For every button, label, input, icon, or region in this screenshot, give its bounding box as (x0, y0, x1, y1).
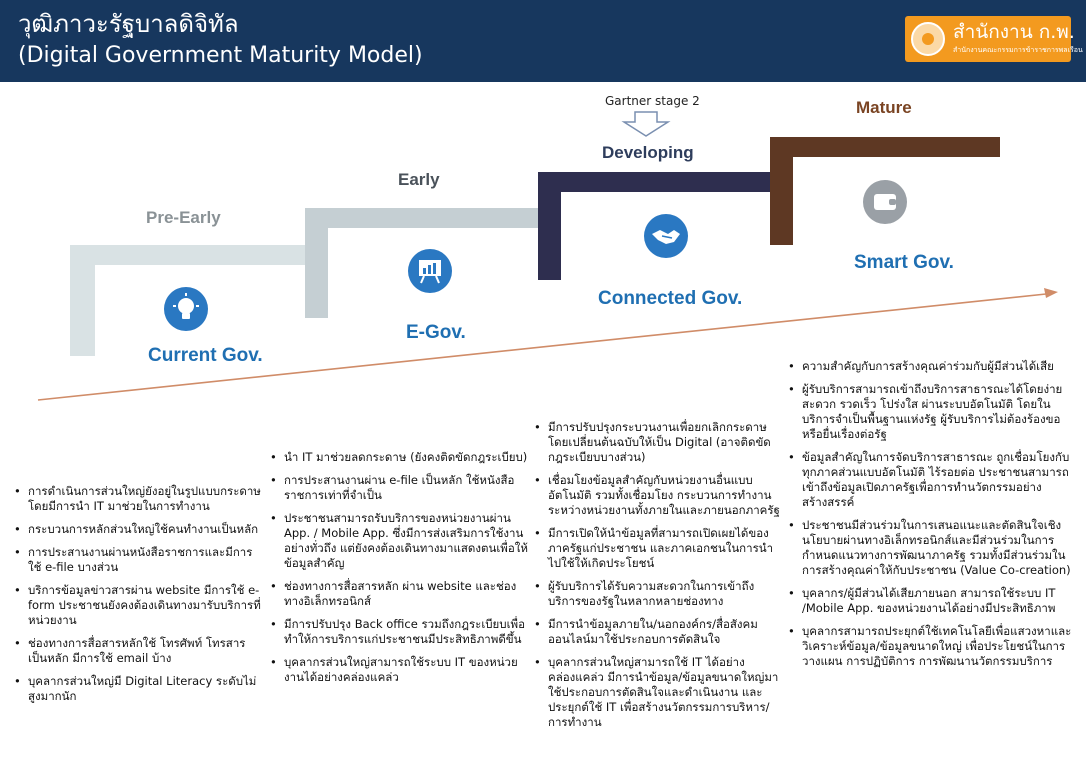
model-label-current-gov: Current Gov. (148, 345, 263, 366)
list-item: บุคลากรส่วนใหญ่มี Digital Literacy ระดับ… (12, 674, 264, 704)
title-thai: วุฒิภาวะรัฐบาลดิจิทัล (18, 10, 239, 38)
title-banner: วุฒิภาวะรัฐบาลดิจิทัล (Digital Governmen… (0, 0, 1086, 82)
list-item: การประสานงานผ่าน e-file เป็นหลัก ใช้หนัง… (268, 473, 530, 503)
wallet-icon (863, 180, 907, 224)
list-item: มีการเปิดให้นำข้อมูลที่สามารถเปิดเผยได้ข… (532, 526, 782, 571)
presentation-board-icon (408, 249, 452, 293)
trend-arrowhead (1044, 288, 1058, 298)
list-item: บุคลากรส่วนใหญ่สามารถใช้ระบบ IT ของหน่วย… (268, 655, 530, 685)
step-developing (538, 172, 790, 280)
ocsc-logo: สำนักงาน ก.พ. สำนักงานคณะกรรมการข้าราชกา… (905, 16, 1083, 62)
list-item: การประสานงานผ่านหนังสือราชการและมีการใช้… (12, 545, 264, 575)
stage-label-mature: Mature (856, 98, 912, 117)
step-early (305, 208, 552, 318)
list-item: ข้อมูลสำคัญในการจัดบริการสาธารณะ ถูกเชื่… (786, 450, 1078, 510)
description-list-current-gov: การดำเนินการส่วนใหญ่ยังอยู่ในรูปแบบกระดา… (12, 484, 264, 712)
handshake-icon (644, 214, 688, 258)
list-item: บริการข้อมูลข่าวสารผ่าน website มีการใช้… (12, 583, 264, 628)
description-list-smart-gov: ความสำคัญกับการสร้างคุณค่าร่วมกับผู้มีส่… (786, 359, 1078, 677)
list-item: ประชาชนมีส่วนร่วมในการเสนอแนะและตัดสินใจ… (786, 518, 1078, 578)
title-english: (Digital Government Maturity Model) (18, 43, 423, 68)
description-list-connected-gov: มีการปรับปรุงกระบวนงานเพื่อยกเลิกกระดาษ … (532, 420, 782, 738)
list-item: นำ IT มาช่วยลดกระดาษ (ยังคงติดขัดกฎระเบี… (268, 450, 530, 465)
list-item: กระบวนการหลักส่วนใหญ่ใช้คนทำงานเป็นหลัก (12, 522, 264, 537)
step-pre-early (70, 245, 318, 356)
list-item: บุคลากร/ผู้มีส่วนได้เสียภายนอก สามารถใช้… (786, 586, 1078, 616)
stage-label-pre-early: Pre-Early (146, 208, 221, 227)
list-item: ช่องทางการสื่อสารหลัก ผ่าน website และช่… (268, 579, 530, 609)
logo-subtext: สำนักงานคณะกรรมการข้าราชการพลเรือน (953, 46, 1083, 54)
list-item: เชื่อมโยงข้อมูลสำคัญกับหน่วยงานอื่นแบบอั… (532, 473, 782, 518)
list-item: บุคลากรส่วนใหญ่สามารถใช้ IT ได้อย่างคล่อ… (532, 655, 782, 730)
list-item: มีการปรับปรุงกระบวนงานเพื่อยกเลิกกระดาษ … (532, 420, 782, 465)
lightbulb-icon (164, 287, 208, 331)
step-mature (770, 137, 1000, 245)
logo-text: สำนักงาน ก.พ. (953, 21, 1075, 43)
list-item: มีการปรับปรุง Back office รวมถึงกฎระเบีย… (268, 617, 530, 647)
seal-icon (911, 22, 945, 56)
list-item: ประชาชนสามารถรับบริการของหน่วยงานผ่าน Ap… (268, 511, 530, 571)
list-item: ช่องทางการสื่อสารหลักใช้ โทรศัพท์ โทรสาร… (12, 636, 264, 666)
list-item: ผู้รับบริการสามารถเข้าถึงบริการสาธารณะได… (786, 382, 1078, 442)
gartner-down-arrow (621, 111, 671, 137)
list-item: มีการนำข้อมูลภายใน/นอกองค์กร/สื่อสังคมออ… (532, 617, 782, 647)
model-label-e-gov: E-Gov. (406, 322, 466, 343)
model-label-connected-gov: Connected Gov. (598, 288, 743, 309)
stage-label-developing: Developing (602, 143, 694, 162)
stage-label-early: Early (398, 170, 440, 189)
list-item: การดำเนินการส่วนใหญ่ยังอยู่ในรูปแบบกระดา… (12, 484, 264, 514)
list-item: บุคลากรสามารถประยุกต์ใช้เทคโนโลยีเพื่อแส… (786, 624, 1078, 669)
trend-arrow (37, 293, 1047, 401)
list-item: ความสำคัญกับการสร้างคุณค่าร่วมกับผู้มีส่… (786, 359, 1078, 374)
model-label-smart-gov: Smart Gov. (854, 252, 954, 273)
description-list-e-gov: นำ IT มาช่วยลดกระดาษ (ยังคงติดขัดกฎระเบี… (268, 450, 530, 693)
list-item: ผู้รับบริการได้รับความสะดวกในการเข้าถึงบ… (532, 579, 782, 609)
gartner-stage-label: Gartner stage 2 (605, 94, 700, 108)
